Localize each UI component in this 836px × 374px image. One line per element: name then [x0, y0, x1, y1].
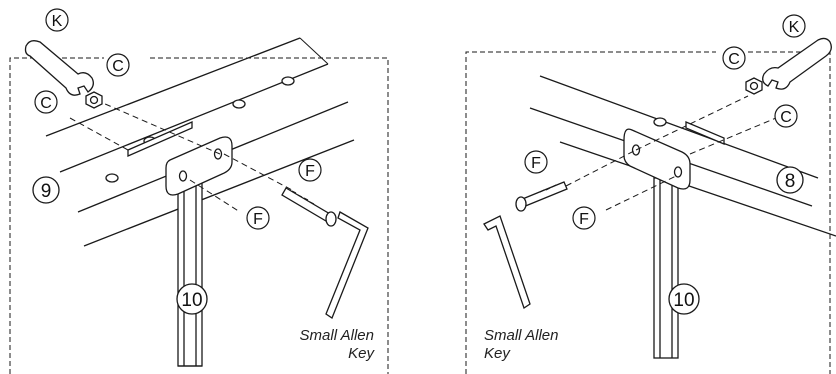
svg-text:F: F: [579, 211, 589, 228]
right-panel: [465, 37, 836, 374]
callout-c-right-lower: C: [774, 104, 798, 128]
callout-f-left-upper: F: [298, 158, 322, 182]
left-callouts: K C C 9 F F 10 Small Allen Key: [32, 8, 375, 362]
svg-text:C: C: [728, 51, 740, 68]
svg-text:F: F: [305, 163, 315, 180]
callout-10-right: 10: [668, 283, 700, 315]
rail-9: [45, 37, 355, 247]
left-assembly-lines: [69, 99, 293, 213]
right-assembly-lines: [565, 95, 777, 211]
svg-text:10: 10: [673, 290, 694, 311]
right-callouts: K C C 8 F F 10 Small Allen Key: [484, 14, 806, 362]
bolt-icon-right: [515, 181, 568, 212]
svg-text:F: F: [531, 155, 541, 172]
callout-k-right: K: [782, 14, 806, 38]
svg-text:10: 10: [181, 290, 202, 311]
allen-key-caption-left-1: Small Allen: [300, 327, 374, 344]
bracket-plate-right: [623, 128, 691, 190]
svg-text:K: K: [52, 13, 63, 30]
callout-c-left-lower: C: [34, 90, 58, 114]
svg-text:8: 8: [785, 171, 796, 192]
callout-8: 8: [776, 166, 804, 194]
svg-text:C: C: [780, 109, 792, 126]
svg-text:K: K: [789, 19, 800, 36]
callout-f-left-lower: F: [246, 206, 270, 230]
svg-text:9: 9: [41, 181, 52, 202]
right-dashed-frame: [465, 51, 831, 374]
nut-icon-right: [745, 77, 763, 95]
callout-f-right-lower: F: [572, 206, 596, 230]
rail-8: [529, 75, 836, 237]
callout-9: 9: [32, 176, 60, 204]
svg-text:F: F: [253, 211, 263, 228]
wrench-icon: [24, 40, 94, 96]
leg-10: [177, 181, 203, 367]
bolt-icon: [281, 187, 337, 227]
nut-icon: [85, 91, 103, 109]
svg-text:C: C: [40, 95, 52, 112]
allen-key-caption-right-1: Small Allen: [484, 327, 558, 344]
callout-c-left-upper: C: [106, 53, 130, 77]
callout-k-left: K: [45, 8, 69, 32]
allen-key-caption-right-2: Key: [484, 345, 511, 362]
left-panel: [9, 37, 389, 374]
allen-key-icon: [325, 211, 369, 319]
leg-10-right: [653, 177, 679, 359]
allen-key-icon-right: [483, 215, 531, 310]
callout-10-left: 10: [176, 283, 208, 315]
left-dashed-frame: [9, 57, 389, 374]
callout-c-right-upper: C: [722, 46, 746, 70]
svg-text:C: C: [112, 58, 124, 75]
wrench-icon-right: [762, 37, 832, 90]
allen-key-caption-left-2: Key: [348, 345, 375, 362]
callout-f-right-upper: F: [524, 150, 548, 174]
